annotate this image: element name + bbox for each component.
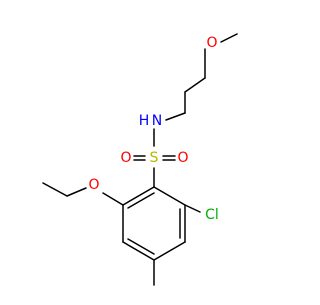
molecule-canvas: O H N S O O O Cl: [42, 33, 238, 286]
ring-bond-4-inner: [127, 238, 155, 255]
oxygen-atom-ethoxy: O: [88, 177, 99, 193]
chlorine-atom: Cl: [205, 207, 219, 223]
oxygen-atom-methoxy: O: [206, 35, 217, 51]
structure-diagram: O H N S O O O Cl: [42, 33, 238, 286]
sulfur-atom: S: [150, 150, 159, 166]
ring-bond-3: [153, 241, 186, 261]
bond-ch2-n: [165, 112, 186, 121]
ring-bond-1: [153, 186, 186, 206]
bond-ring-cl: [184, 204, 201, 213]
bond-o-ch2-ethoxy: [66, 187, 87, 197]
oxygen-atom-sulfonyl-left: O: [120, 150, 131, 166]
bond-ch2-ch2: [184, 77, 206, 93]
bond-ring-o-ethoxy: [102, 192, 124, 206]
bond-ch2-ch3-ethoxy: [42, 182, 68, 197]
oxygen-atom-sulfonyl-right: O: [177, 150, 188, 166]
bond-methyl-o: [220, 33, 238, 43]
ring-bond-6: [122, 186, 155, 206]
ring-bond-4: [122, 241, 155, 261]
nitrogen-atom: N: [152, 113, 162, 129]
ring-bond-6-inner: [127, 192, 155, 209]
hydrogen-atom-nh: H: [139, 113, 150, 129]
